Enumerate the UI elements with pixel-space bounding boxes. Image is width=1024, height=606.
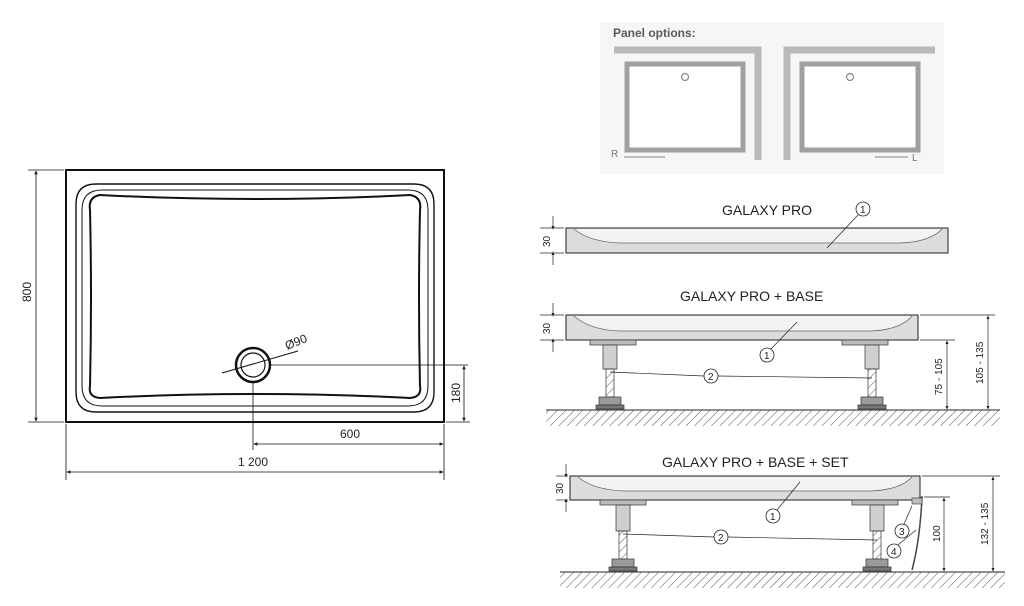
tray-outline (65, 169, 445, 423)
width-label: 1 200 (238, 455, 268, 469)
profile-2-leg-range: 75 - 105 (934, 358, 945, 395)
profile-3-callout-3 (894, 523, 910, 539)
profile-1-callout-1 (855, 201, 871, 217)
tray-rim-outer (75, 183, 435, 413)
profile-3-callout-2 (713, 529, 729, 545)
svg-text:1: 1 (860, 205, 866, 216)
profile-2-title: GALAXY PRO + BASE (680, 288, 823, 304)
profile-galaxy-pro: GALAXY PRO 30 1 (540, 201, 949, 265)
profile-2-thickness: 30 (542, 322, 553, 334)
profile-2-leg-right (841, 339, 889, 410)
profile-1-thickness: 30 (542, 235, 553, 247)
drain-offset-y-label: 180 (449, 383, 463, 403)
profile-1-title: GALAXY PRO (722, 202, 812, 218)
profile-3-panel-height: 100 (932, 525, 943, 542)
right-label: R (611, 149, 618, 160)
profile-2-callout-1 (759, 347, 775, 363)
profile-2-floor (546, 410, 1000, 426)
profile-3-leg-left (599, 499, 647, 572)
profile-3-title: GALAXY PRO + BASE + SET (662, 454, 849, 470)
profile-3-front-panel (911, 495, 923, 571)
profile-3-thickness: 30 (555, 482, 566, 494)
drain (221, 346, 468, 450)
profile-3-callout-1 (765, 508, 781, 524)
drain-offset-x-label: 600 (340, 427, 360, 441)
panel-option-right: R (611, 46, 762, 160)
svg-text:4: 4 (891, 547, 897, 558)
panel-options: Panel options: R L (600, 22, 944, 174)
panel-option-left: L (783, 46, 935, 164)
profile-2-callout-2 (703, 368, 719, 384)
svg-text:2: 2 (708, 372, 714, 383)
profile-3-floor (560, 572, 1005, 588)
panel-options-heading: Panel options: (613, 26, 696, 40)
plan-view: Ø90 800 180 600 1 200 (20, 169, 470, 480)
depth-label: 800 (20, 282, 34, 302)
profile-3-callout-4 (886, 543, 902, 559)
left-label: L (912, 153, 918, 164)
profile-2-total-range: 105 - 135 (975, 341, 986, 384)
svg-text:1: 1 (764, 351, 770, 362)
svg-text:3: 3 (899, 527, 905, 538)
profile-3-total-range: 132 - 135 (980, 502, 991, 545)
profile-galaxy-pro-base-set: GALAXY PRO + BASE + SET (555, 454, 1005, 588)
tray-rim-middle (81, 189, 429, 407)
profile-2-leg-left (589, 339, 637, 410)
profile-3-leg-right (851, 499, 899, 572)
profile-galaxy-pro-base: GALAXY PRO + BASE 30 75 - 105 (540, 288, 1000, 426)
tray-basin (88, 193, 422, 400)
svg-text:1: 1 (770, 512, 776, 523)
svg-text:2: 2 (718, 533, 724, 544)
